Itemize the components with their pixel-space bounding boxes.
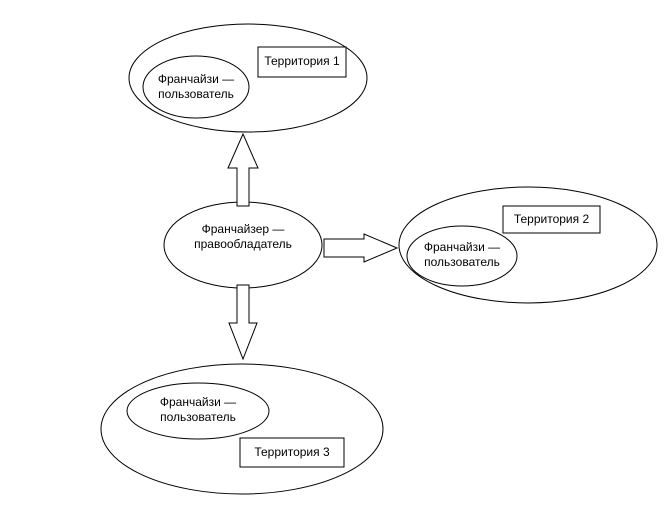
franchisee-2-label: Франчайзи — пользователь xyxy=(407,240,517,270)
arrow-down-icon xyxy=(228,284,258,361)
franchisee-2-ellipse xyxy=(406,225,518,287)
franchisee-1-ellipse xyxy=(142,55,250,119)
franchisee-1-line2: пользователь xyxy=(158,87,234,101)
territory-2-label-box xyxy=(502,205,601,234)
franchisee-1-line1: Франчайзи — xyxy=(157,72,235,86)
franchisor-line1: Франчайзер — xyxy=(201,222,285,236)
territory-3-label: Территория 3 xyxy=(254,445,330,459)
franchisee-3-line1: Франчайзи — xyxy=(159,395,237,409)
arrow-up-icon xyxy=(227,132,259,207)
territory-1-label-box xyxy=(257,46,347,78)
franchisee-1-label: Франчайзи — пользователь xyxy=(143,72,249,102)
territory-3-label-box xyxy=(239,437,345,468)
franchisee-3-label: Франчайзи — пользователь xyxy=(127,395,269,425)
franchisee-3-ellipse xyxy=(126,382,270,440)
franchisor-label: Франчайзер — правообладатель xyxy=(164,222,322,252)
franchisee-2-line2: пользователь xyxy=(424,255,500,269)
arrow-right-icon xyxy=(323,233,399,263)
franchisee-3-line2: пользователь xyxy=(160,410,236,424)
territory-2-label: Территория 2 xyxy=(513,212,590,226)
franchisee-2-line1: Франчайзи — xyxy=(423,240,501,254)
territory-1-label: Территория 1 xyxy=(264,54,340,68)
franchisor-line2: правообладатель xyxy=(194,237,292,251)
